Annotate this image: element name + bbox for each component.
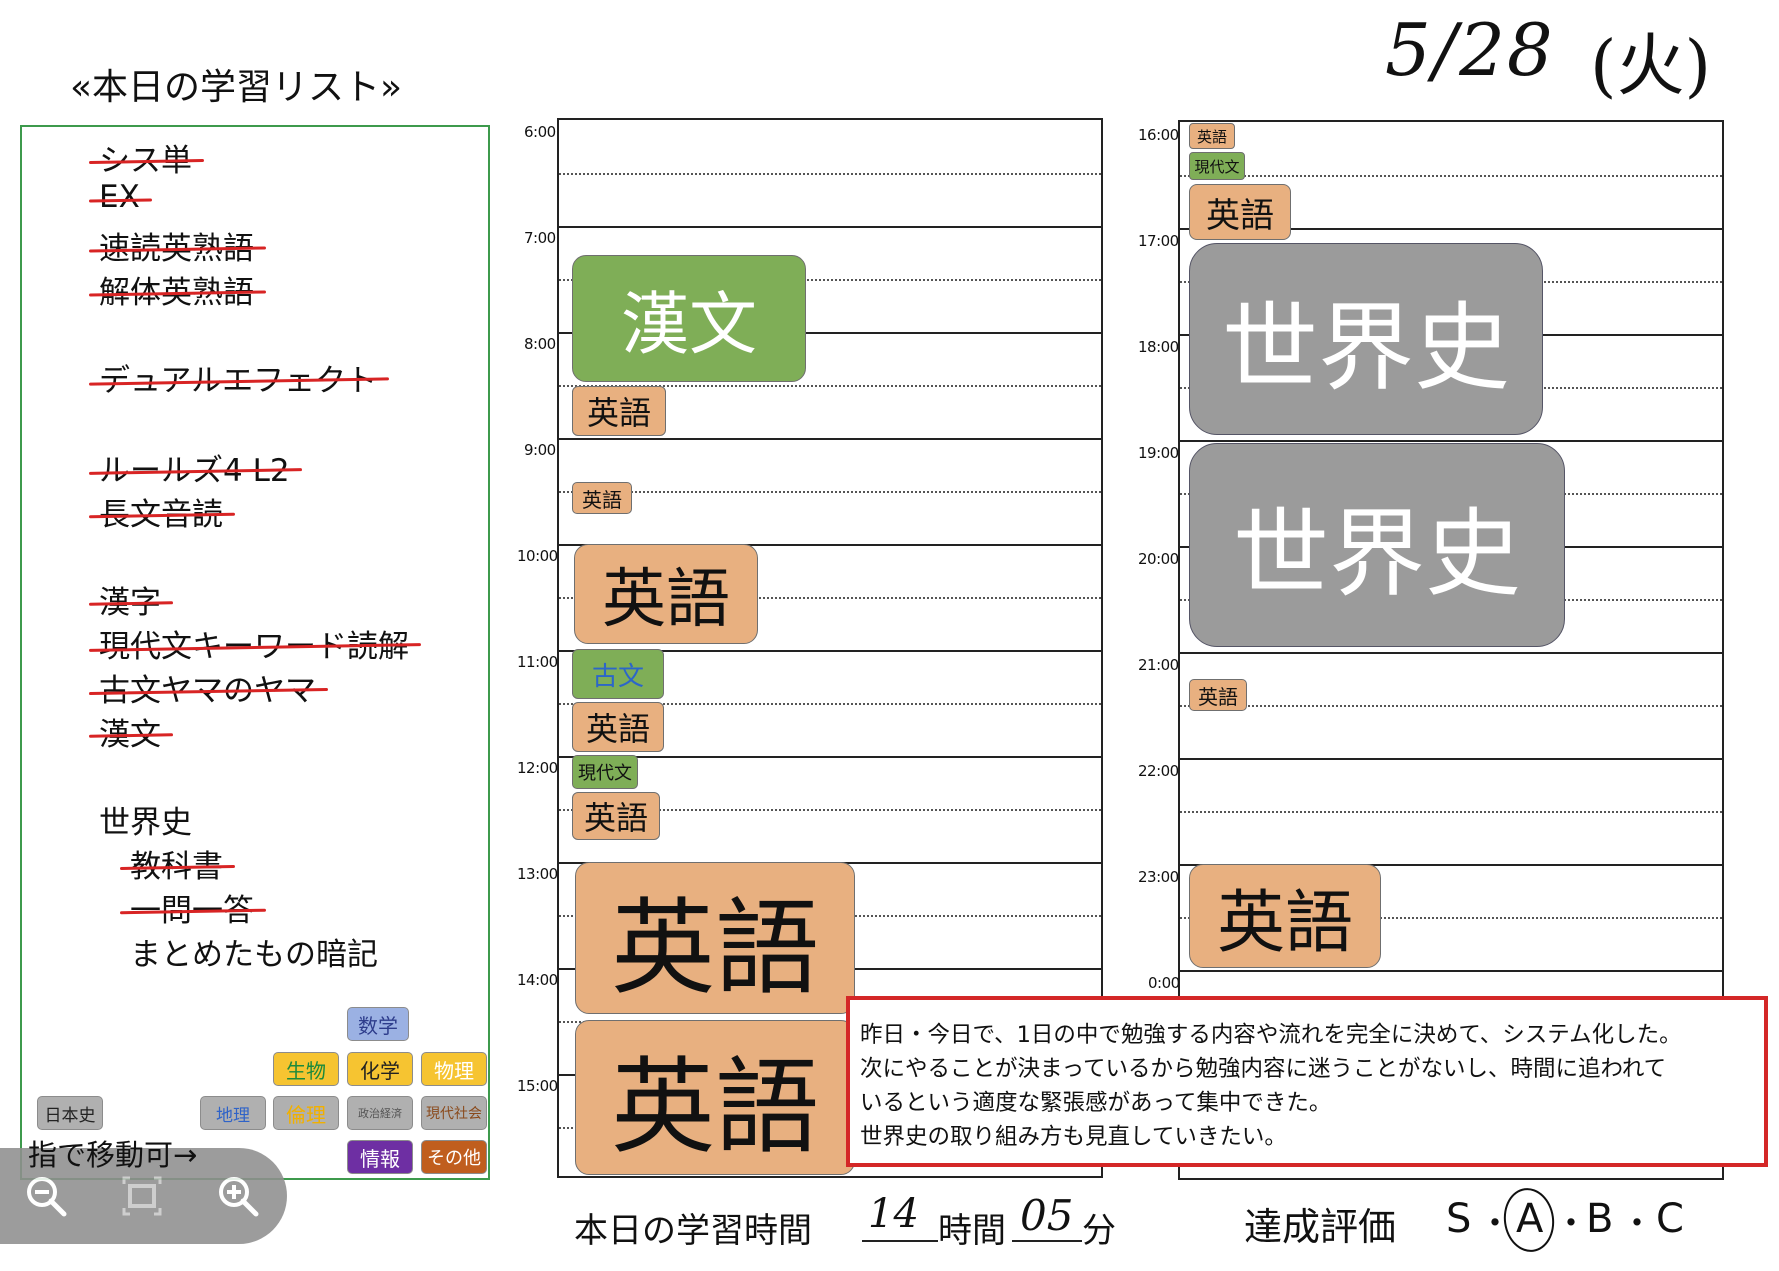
hour-label: 16:00 — [1138, 126, 1179, 144]
list-item: 解体英熟語 — [99, 267, 254, 312]
hour-label: 15:00 — [517, 1077, 558, 1095]
block-gendaibun[interactable]: 現代文 — [1189, 152, 1245, 180]
comment-line: いるという適度な緊張感があって集中できた。 — [860, 1090, 1332, 1116]
list-item: 一問一答 — [130, 885, 254, 930]
minutes-underline — [1012, 1240, 1082, 1242]
hour-label: 11:00 — [517, 653, 558, 671]
hour-label: 13:00 — [517, 865, 558, 883]
tag-geography[interactable]: 地理 — [200, 1096, 266, 1130]
block-kobun[interactable]: 古文 — [572, 649, 664, 699]
list-item: 漢字 — [99, 577, 161, 622]
tag-math[interactable]: 数学 — [347, 1007, 409, 1041]
hour-label: 17:00 — [1138, 232, 1179, 250]
list-item: 世界史 — [99, 805, 192, 841]
tag-ethics[interactable]: 倫理 — [273, 1096, 339, 1130]
hour-label: 18:00 — [1138, 338, 1179, 356]
block-english[interactable]: 英語 — [1189, 184, 1291, 240]
zoom-in-icon[interactable] — [214, 1172, 262, 1220]
list-item: 長文音読 — [99, 489, 223, 534]
hour-label: 10:00 — [517, 547, 558, 565]
reflection-comment: 昨日・今日で、1日の中で勉強する内容や流れを完全に決めて、システム化した。 次に… — [846, 996, 1768, 1167]
tag-modern-society[interactable]: 現代社会 — [421, 1096, 487, 1130]
hours-unit: 時間 — [938, 1211, 1006, 1251]
hour-label: 0:00 — [1148, 974, 1180, 992]
tag-chemistry[interactable]: 化学 — [347, 1052, 413, 1086]
grade-s: S — [1446, 1196, 1472, 1242]
hour-label: 9:00 — [524, 441, 556, 459]
grade-separator: ・ — [1478, 1204, 1512, 1244]
hour-label: 20:00 — [1138, 550, 1179, 568]
study-list-panel: シス単 EX 速読英熟語 解体英熟語 デュアルエフェクト ルールズ4 L2 長文… — [20, 125, 490, 1180]
tag-other[interactable]: その他 — [421, 1140, 487, 1174]
block-english[interactable]: 英語 — [1189, 864, 1381, 968]
grade-separator: ・ — [1554, 1204, 1588, 1244]
tag-physics[interactable]: 物理 — [421, 1052, 487, 1086]
comment-line: 次にやることが決まっているから勉強内容に迷うことがないし、時間に追われて — [860, 1056, 1667, 1082]
comment-line: 世界史の取り組み方も見直していきたい。 — [860, 1124, 1287, 1150]
block-english[interactable]: 英語 — [572, 386, 666, 436]
hour-label: 14:00 — [517, 971, 558, 989]
grade-separator: ・ — [1620, 1204, 1654, 1244]
minutes-unit: 分 — [1082, 1211, 1116, 1251]
block-english[interactable]: 英語 — [572, 792, 660, 840]
hour-label: 19:00 — [1138, 444, 1179, 462]
study-list-title: «本日の学習リスト» — [70, 67, 403, 108]
list-item: 古文ヤマのヤマ — [99, 665, 316, 710]
block-english[interactable]: 英語 — [574, 544, 758, 644]
block-world-history[interactable]: 世界史 — [1189, 443, 1565, 647]
drag-hint: 指で移動可→ — [28, 1138, 198, 1172]
grade-b: B — [1586, 1196, 1614, 1242]
hour-label: 7:00 — [524, 229, 556, 247]
comment-line: 昨日・今日で、1日の中で勉強する内容や流れを完全に決めて、システム化した。 — [860, 1022, 1682, 1048]
block-gendaibun[interactable]: 現代文 — [572, 755, 638, 789]
hour-label: 8:00 — [524, 335, 556, 353]
hour-label: 21:00 — [1138, 656, 1179, 674]
tag-politics-economy[interactable]: 政治経済 — [347, 1096, 413, 1130]
block-english[interactable]: 英語 — [575, 862, 855, 1014]
weekday-handwritten: (火) — [1590, 27, 1712, 106]
evaluation-label: 達成評価 — [1244, 1205, 1397, 1249]
fit-screen-icon[interactable] — [118, 1172, 166, 1220]
block-world-history[interactable]: 世界史 — [1189, 243, 1543, 435]
block-english[interactable]: 英語 — [572, 702, 664, 752]
list-item: 現代文キーワード読解 — [99, 621, 409, 666]
hour-label: 6:00 — [524, 123, 556, 141]
grade-c: C — [1656, 1196, 1684, 1242]
date-handwritten: 5/28 — [1385, 8, 1555, 92]
study-minutes-handwritten: 05 — [1020, 1191, 1074, 1240]
hour-label: 23:00 — [1138, 868, 1179, 886]
list-item: 速読英熟語 — [99, 223, 254, 268]
zoom-out-icon[interactable] — [22, 1172, 70, 1220]
hour-label: 22:00 — [1138, 762, 1179, 780]
hours-underline — [862, 1240, 938, 1242]
list-item: ルールズ4 L2 — [99, 445, 290, 490]
tag-information[interactable]: 情報 — [347, 1140, 413, 1174]
hour-label: 12:00 — [517, 759, 558, 777]
tag-japanese-history[interactable]: 日本史 — [37, 1096, 103, 1130]
list-item: 漢文 — [99, 709, 161, 754]
block-english[interactable]: 英語 — [1189, 679, 1247, 711]
block-english[interactable]: 英語 — [1189, 123, 1235, 149]
grade-a-selected: A — [1516, 1196, 1544, 1242]
list-item: 教科書 — [130, 841, 223, 886]
block-english[interactable]: 英語 — [575, 1020, 855, 1175]
study-time-label: 本日の学習時間 — [574, 1211, 812, 1251]
list-item: シス単 — [99, 135, 192, 180]
zoom-toolbar — [0, 1148, 287, 1244]
list-item: EX — [99, 179, 140, 215]
tag-biology[interactable]: 生物 — [273, 1052, 339, 1086]
block-english[interactable]: 英語 — [572, 482, 632, 514]
study-hours-handwritten: 14 — [868, 1191, 919, 1237]
list-item: まとめたもの暗記 — [130, 937, 378, 973]
block-kanbun[interactable]: 漢文 — [572, 255, 806, 382]
list-item: デュアルエフェクト — [99, 355, 377, 400]
